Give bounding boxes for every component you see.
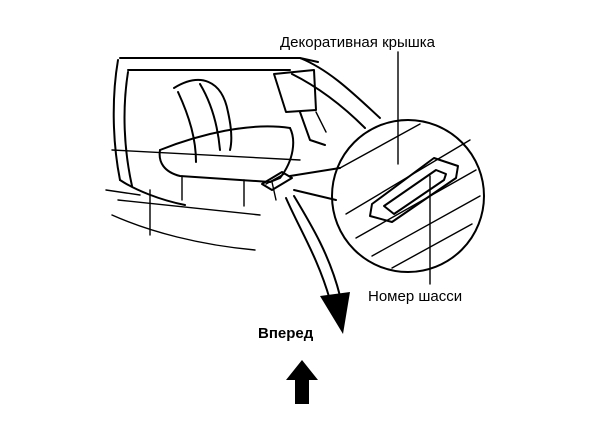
door-frame: [105, 57, 381, 251]
chassis-number-label: Номер шасси: [368, 288, 463, 305]
forward-label: Вперед: [258, 325, 314, 342]
magnified-view: [331, 119, 485, 273]
side-mirror: [273, 69, 327, 146]
decorative-cover-label: Декоративная крышка: [280, 34, 436, 51]
seat: [158, 79, 295, 207]
sill-cover-small: [261, 171, 293, 191]
forward-arrow-icon: [286, 360, 318, 404]
curved-arrow: [285, 195, 350, 334]
magnifier-leader: [289, 167, 341, 201]
